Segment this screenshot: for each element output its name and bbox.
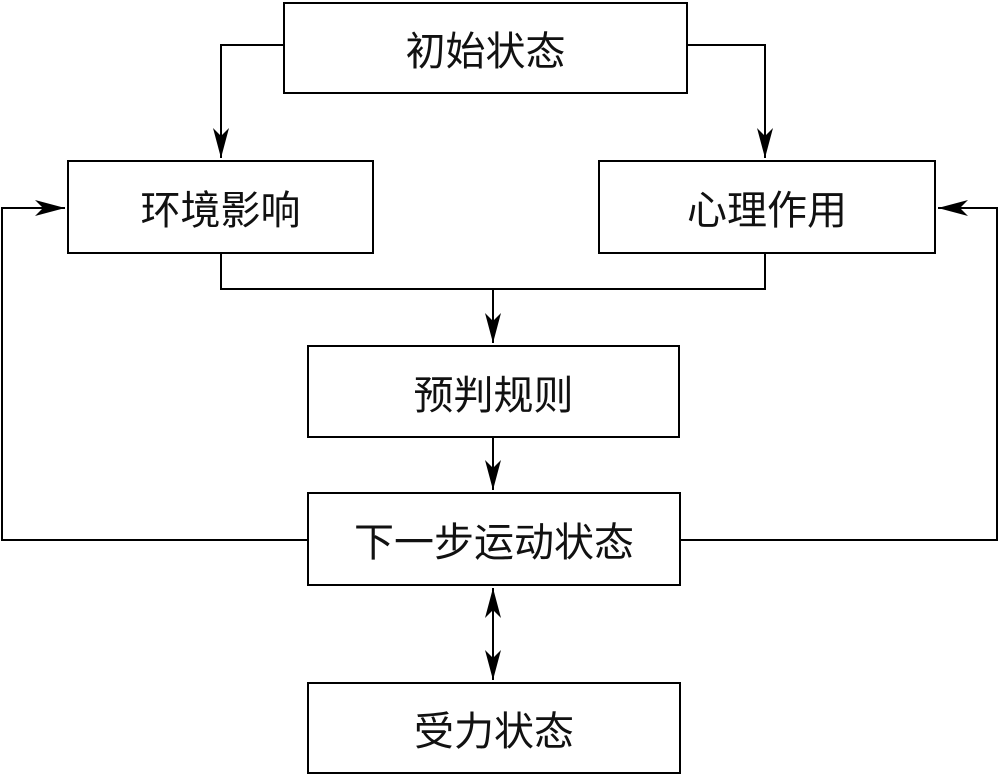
node-prediction-rules-label: 预判规则 bbox=[413, 372, 574, 419]
edge-next-to-psychological bbox=[681, 200, 998, 541]
node-next-motion-state: 下一步运动状态 bbox=[307, 492, 681, 586]
node-psychological-effect-label: 心理作用 bbox=[687, 188, 847, 234]
node-initial-state-label: 初始状态 bbox=[405, 29, 566, 75]
edge-next-to-environment bbox=[1, 200, 307, 541]
node-prediction-rules: 预判规则 bbox=[307, 345, 680, 438]
edge-environment-merge bbox=[220, 254, 766, 290]
edge-initial-to-psychological bbox=[688, 44, 773, 158]
node-force-state-label: 受力状态 bbox=[414, 709, 574, 755]
node-next-motion-state-label: 下一步运动状态 bbox=[354, 520, 634, 566]
node-environment-influence-label: 环境影响 bbox=[140, 188, 301, 234]
node-initial-state: 初始状态 bbox=[283, 2, 688, 94]
node-environment-influence: 环境影响 bbox=[67, 160, 374, 254]
edge-initial-to-environment bbox=[213, 44, 283, 158]
node-force-state: 受力状态 bbox=[307, 682, 681, 774]
node-psychological-effect: 心理作用 bbox=[598, 160, 936, 254]
